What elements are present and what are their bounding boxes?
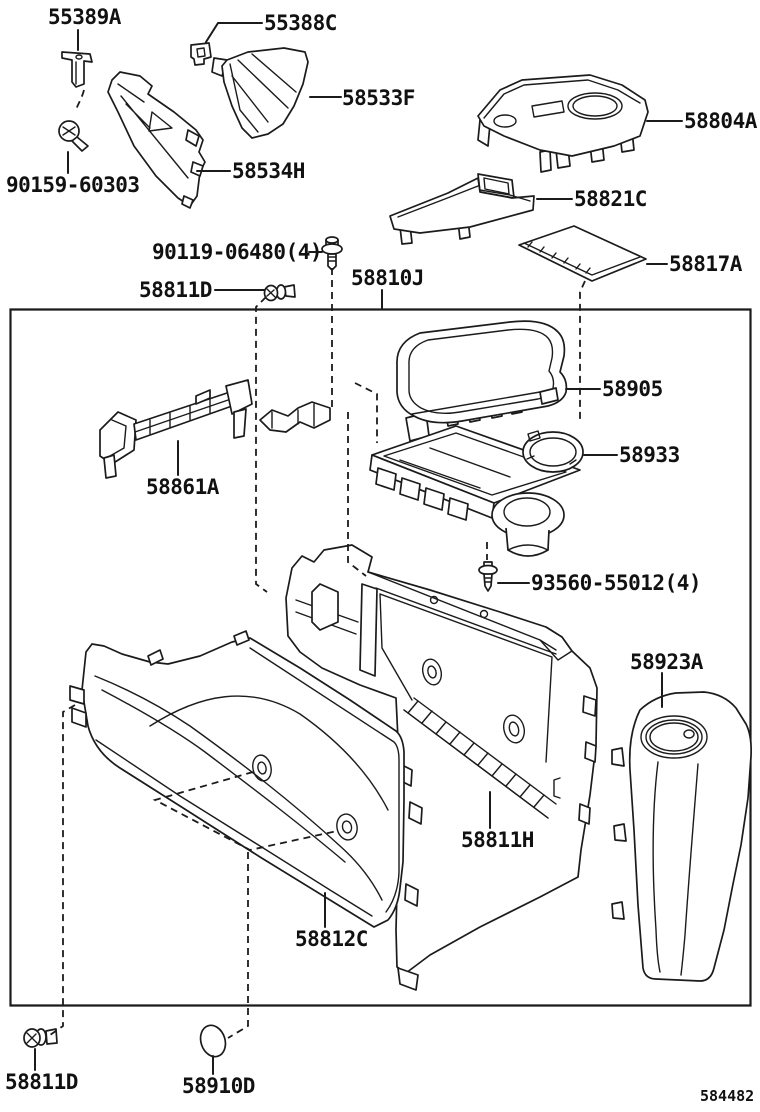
part-label-58804a: 58804A — [684, 109, 757, 133]
part-55389a-drawing — [62, 52, 92, 87]
part-58804a-drawing — [478, 75, 648, 172]
part-label-58811h: 58811H — [461, 828, 534, 852]
part-58812c-drawing — [70, 631, 404, 927]
part-label-58534h: 58534H — [232, 159, 305, 183]
part-58933-drawing — [523, 431, 583, 472]
part-label-58933: 58933 — [619, 443, 680, 467]
diagram-code: 584482 — [700, 1087, 755, 1105]
part-93560-drawing — [479, 562, 497, 591]
part-label-58812c: 58812C — [295, 927, 368, 951]
part-58821c-drawing — [390, 174, 534, 244]
dashed-assembly-lines — [50, 90, 585, 1038]
part-label-58923a: 58923A — [630, 650, 703, 674]
part-label-55388c: 55388C — [264, 11, 337, 35]
leader-lines — [35, 23, 682, 1074]
part-label-58533f: 58533F — [342, 86, 415, 110]
part-58910d-drawing — [197, 1022, 230, 1060]
part-label-58810j: 58810J — [351, 266, 424, 290]
part-label-93560: 93560-55012(4) — [531, 571, 702, 595]
part-label-90119: 90119-06480(4) — [152, 240, 323, 264]
part-label-58811d-top: 58811D — [139, 278, 212, 302]
part-label-58905: 58905 — [602, 377, 663, 401]
part-label-58861a: 58861A — [146, 475, 219, 499]
part-label-58821c: 58821C — [574, 187, 647, 211]
part-58811d-top-drawing — [265, 285, 296, 301]
part-90159-drawing — [59, 121, 88, 151]
part-58534h-drawing — [108, 72, 205, 208]
part-side-bracket-drawing — [260, 402, 330, 432]
part-58533f-drawing — [212, 48, 308, 138]
part-58905-drawing — [397, 321, 566, 441]
part-90119-drawing — [322, 237, 342, 270]
part-58923a-drawing — [612, 692, 751, 981]
part-label-58910d: 58910D — [182, 1074, 255, 1098]
part-label-55389a: 55389A — [48, 5, 121, 29]
part-label-58817a: 58817A — [669, 252, 742, 276]
assembly-frame-box — [11, 310, 751, 1006]
part-58811d-bottom-drawing — [24, 1029, 57, 1047]
part-58861a-drawing — [100, 380, 252, 478]
part-58811h-body-drawing — [286, 545, 597, 990]
part-label-58811d-bottom: 58811D — [5, 1070, 78, 1094]
part-storage-box-drawing — [370, 426, 580, 556]
part-58817a-drawing — [519, 226, 646, 281]
part-55388c-drawing — [191, 43, 211, 65]
part-label-90159: 90159-60303 — [6, 173, 140, 197]
